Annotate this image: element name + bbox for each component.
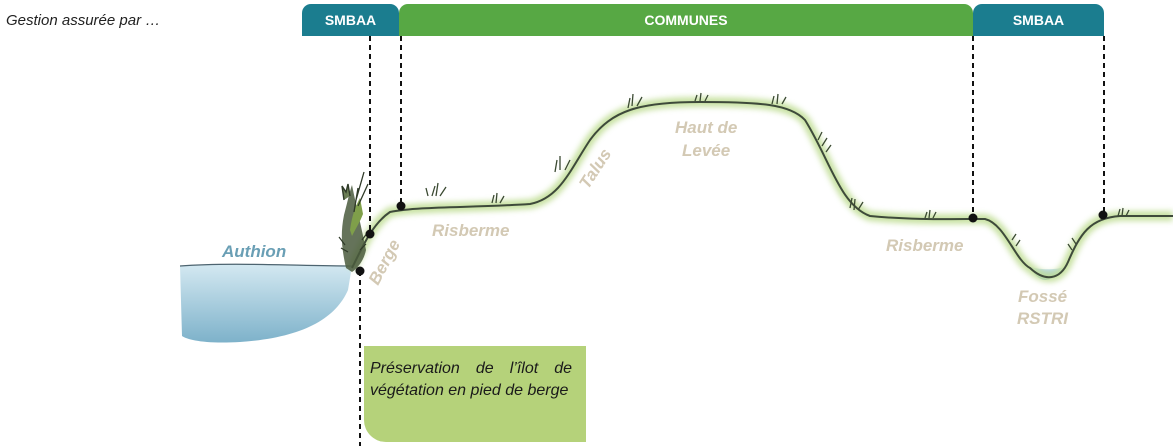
vegetation-note: Préservation de l’îlot de végétation en …: [364, 346, 586, 442]
vegetation-tufts: [425, 92, 1130, 251]
label-risberme-left: Risberme: [432, 221, 509, 240]
label-authion: Authion: [221, 242, 286, 261]
label-haut-de-levee-2: Levée: [682, 141, 730, 160]
diagram-title: Gestion assurée par …: [6, 12, 161, 29]
river-water: [180, 264, 352, 343]
label-haut-de-levee-1: Haut de: [675, 118, 737, 137]
label-fosse-2: RSTRI: [1017, 309, 1069, 328]
label-berge: Berge: [365, 236, 404, 287]
manager-tab-smbaa-right: SMBAA: [973, 4, 1104, 36]
boundary-dashes: [359, 36, 1105, 446]
bank-vegetation-islet: [338, 171, 369, 272]
manager-tab-communes: COMMUNES: [399, 4, 973, 36]
label-fosse-1: Fossé: [1018, 287, 1067, 306]
manager-tab-smbaa-left: SMBAA: [302, 4, 399, 36]
label-risberme-right: Risberme: [886, 236, 963, 255]
boundary-dots: [355, 201, 1108, 276]
ground-profile-line: [351, 100, 1173, 278]
river-surface-line: [179, 263, 353, 267]
ground-profile-glow: [347, 96, 1173, 282]
